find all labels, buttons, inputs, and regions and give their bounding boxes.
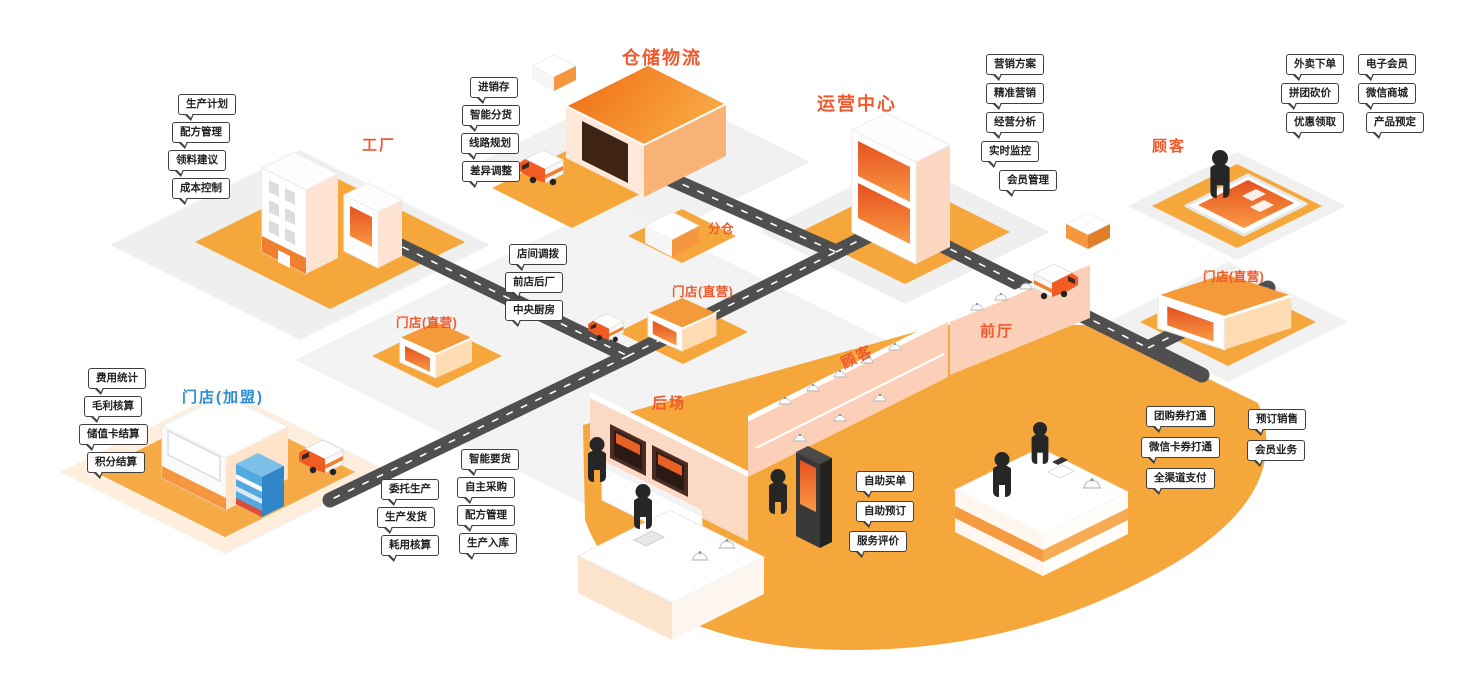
- label-recipe-management: 配方管理: [172, 122, 230, 148]
- title-back-area: 后场: [652, 395, 687, 412]
- label-production-plan: 生产计划: [178, 94, 236, 120]
- label-points-settlement: 积分结算: [87, 452, 145, 478]
- label-group-coupon-integration: 团购券打通: [1146, 406, 1215, 432]
- label-smart-ordering: 智能要货: [461, 449, 519, 475]
- customer-phone: [1184, 150, 1308, 237]
- label-variance-adjustment: 差异调整: [462, 161, 520, 187]
- label-material-advice: 领料建议: [168, 150, 226, 176]
- label-smart-allocation: 智能分货: [462, 105, 520, 131]
- label-omnichannel-payment: 全渠道支付: [1146, 468, 1215, 494]
- label-self-booking: 自助预订: [856, 501, 914, 527]
- label-product-booking: 产品预定: [1366, 112, 1424, 138]
- label-member-business: 会员业务: [1247, 440, 1305, 466]
- display-counter: [748, 316, 948, 477]
- reception-counter: [953, 447, 1130, 576]
- title-warehouse-logistics: 仓储物流: [622, 48, 702, 68]
- label-central-kitchen: 中央厨房: [505, 300, 563, 326]
- title-store-direct-center: 门店(直营): [672, 285, 734, 299]
- label-booking-sales: 预订销售: [1248, 409, 1306, 435]
- label-expense-statistics: 费用统计: [88, 368, 146, 394]
- label-takeout-order: 外卖下单: [1286, 54, 1344, 80]
- parcel-box-top: [530, 54, 578, 91]
- label-service-rating: 服务评价: [849, 531, 907, 557]
- title-store-direct-right: 门店(直营): [1203, 270, 1265, 284]
- sub-warehouse-box: [643, 211, 701, 257]
- title-front-hall: 前厅: [980, 323, 1015, 340]
- label-member-management: 会员管理: [999, 170, 1057, 196]
- label-business-analysis: 经营分析: [986, 112, 1044, 138]
- label-wechat-mall: 微信商城: [1358, 83, 1416, 109]
- label-route-planning: 线路规划: [461, 133, 519, 159]
- label-wechat-coupon-integration: 微信卡券打通: [1141, 437, 1220, 463]
- label-stored-value-card-settlement: 储值卡结算: [79, 424, 148, 450]
- label-coupon-claim: 优惠领取: [1286, 112, 1344, 138]
- label-purchase-sale-stock: 进销存: [470, 77, 518, 103]
- label-cost-control: 成本控制: [172, 178, 230, 204]
- parcel-box-right: [1064, 212, 1112, 249]
- label-self-checkout: 自助买单: [856, 471, 914, 497]
- label-group-buying: 拼团砍价: [1281, 83, 1339, 109]
- label-realtime-monitoring: 实时监控: [981, 141, 1039, 167]
- factory-building: [260, 151, 404, 275]
- franchise-store-building: [160, 394, 290, 517]
- label-inter-store-transfer: 店间调拨: [509, 244, 567, 270]
- label-production-warehousing: 生产入库: [459, 533, 517, 559]
- self-service-kiosk: [796, 446, 832, 548]
- title-store-direct-left: 门店(直营): [396, 316, 458, 330]
- label-front-store-back-factory: 前店后厂: [505, 272, 563, 298]
- label-gross-profit-accounting: 毛利核算: [84, 396, 142, 422]
- label-marketing-plan: 营销方案: [986, 54, 1044, 80]
- label-consumption-accounting: 耗用核算: [381, 535, 439, 561]
- title-sub-warehouse: 分仓: [708, 222, 735, 236]
- title-store-franchise: 门店(加盟): [182, 389, 264, 406]
- label-commissioned-production: 委托生产: [381, 479, 439, 505]
- title-customer: 顾客: [1152, 138, 1187, 155]
- title-operation-center: 运营中心: [817, 94, 897, 114]
- back-area-wall: [590, 392, 748, 551]
- warehouse-building: [564, 64, 728, 197]
- label-recipe-management-store: 配方管理: [457, 505, 515, 531]
- label-precision-marketing: 精准营销: [986, 83, 1044, 109]
- prep-counter: [576, 509, 766, 640]
- title-factory: 工厂: [362, 137, 397, 154]
- label-self-purchasing: 自主采购: [457, 477, 515, 503]
- operation-center-building: [850, 112, 952, 265]
- label-e-member: 电子会员: [1358, 54, 1416, 80]
- label-production-delivery: 生产发货: [377, 507, 435, 533]
